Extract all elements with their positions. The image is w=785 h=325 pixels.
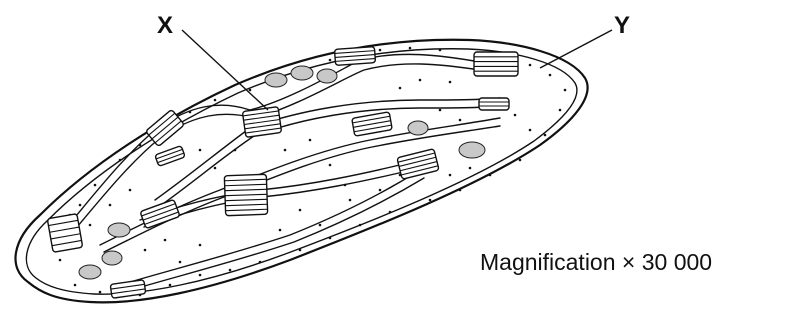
stroma-dot: [449, 174, 452, 177]
granum-stack: [47, 214, 82, 253]
stroma-dot: [549, 74, 552, 77]
stroma-dot: [379, 189, 382, 192]
stroma-dot: [214, 99, 217, 102]
stroma-dot: [229, 269, 232, 272]
stroma-dot: [109, 204, 112, 207]
stroma-dot: [329, 164, 332, 167]
stroma-dot: [309, 139, 312, 142]
stroma-dot: [119, 159, 122, 162]
stroma-dot: [284, 149, 287, 152]
stroma-dot: [329, 237, 332, 240]
starch-grain: [102, 251, 122, 265]
stroma-dot: [299, 249, 302, 252]
stroma-dot: [439, 49, 442, 52]
stroma-dot: [179, 261, 182, 264]
granum: [47, 214, 82, 253]
starch-grain: [408, 121, 428, 135]
stroma-dot: [299, 209, 302, 212]
granum: [397, 149, 439, 180]
starch-grain: [265, 73, 287, 87]
stroma-dot: [259, 261, 262, 264]
stroma-dot: [544, 134, 547, 137]
stroma-dot: [529, 129, 532, 132]
stroma-dot: [199, 274, 202, 277]
stroma-dot: [419, 79, 422, 82]
stroma-dot: [89, 224, 92, 227]
magnification-text: Magnification × 30 000: [480, 249, 712, 275]
stroma-dot: [94, 184, 97, 187]
stroma-dot: [249, 89, 252, 92]
stroma-dot: [409, 47, 412, 50]
granum: [224, 174, 267, 215]
stroma-dot: [359, 224, 362, 227]
label-x: X: [157, 12, 173, 39]
stroma-dot: [399, 87, 402, 90]
stroma-dot: [349, 199, 352, 202]
stroma-dot: [79, 204, 82, 207]
stroma-dot: [439, 109, 442, 112]
stroma-dot: [169, 284, 172, 287]
granum-stack: [479, 98, 509, 110]
granum: [242, 107, 281, 138]
granum: [140, 199, 180, 228]
stroma-dot: [564, 89, 567, 92]
granum-stack: [474, 52, 518, 76]
starch-grain: [108, 223, 130, 237]
stroma-dot: [279, 229, 282, 232]
starch-grain: [459, 142, 485, 158]
stroma-dot: [199, 149, 202, 152]
stroma-dot: [129, 189, 132, 192]
stroma-dot: [489, 174, 492, 177]
granum: [334, 47, 375, 66]
stroma-dot: [379, 49, 382, 52]
stroma-dot: [529, 64, 532, 67]
granum-stack: [155, 146, 185, 167]
stroma-dot: [164, 239, 167, 242]
stroma-dot: [319, 224, 322, 227]
granum: [474, 52, 518, 76]
stroma-dot: [329, 59, 332, 62]
stroma-dot: [459, 119, 462, 122]
stroma-dot: [429, 199, 432, 202]
starch-grain: [317, 69, 337, 83]
stroma-dot: [199, 244, 202, 247]
stroma-dot: [59, 259, 62, 262]
stroma-dot: [389, 211, 392, 214]
stroma-dot: [469, 167, 472, 170]
label-y: Y: [614, 12, 630, 39]
granum: [352, 112, 393, 136]
stroma-dot: [449, 81, 452, 84]
stroma-dot: [214, 167, 217, 170]
stroma-dot: [99, 291, 102, 294]
label-y-leader: [540, 30, 612, 68]
granum: [155, 146, 185, 167]
stroma-dot: [519, 159, 522, 162]
stroma-dot: [74, 284, 77, 287]
stroma-dot: [144, 249, 147, 252]
stroma-dot: [559, 109, 562, 112]
granum: [479, 98, 509, 110]
starch-grain: [291, 66, 313, 80]
starch-grain: [79, 265, 101, 279]
label-x-leader: [182, 30, 268, 110]
stroma-dot: [514, 114, 517, 117]
stroma-dot: [459, 189, 462, 192]
